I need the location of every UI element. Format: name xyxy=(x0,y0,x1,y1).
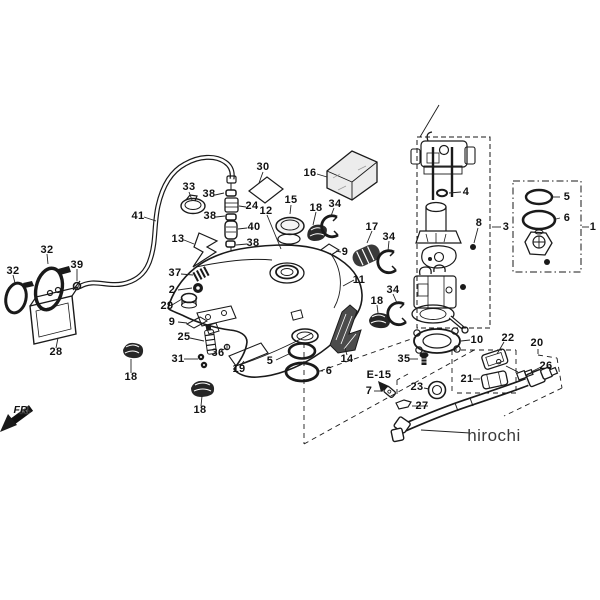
rubber-mount-18b xyxy=(123,342,144,359)
grommet-2 xyxy=(193,283,203,293)
tube-40 xyxy=(224,220,238,240)
canister-28 xyxy=(29,286,80,345)
clip-38-top xyxy=(225,189,237,197)
leader-lines xyxy=(12,171,589,434)
grommet-23 xyxy=(427,380,447,400)
cap-33 xyxy=(180,194,206,215)
pad-19 xyxy=(228,342,269,367)
clamp-34c xyxy=(386,301,407,327)
bracket-9b xyxy=(185,316,209,329)
joint-26 xyxy=(515,368,534,381)
e15-arrow-icon xyxy=(378,381,389,392)
clamp-34b xyxy=(376,249,397,275)
filler-cap-15 xyxy=(275,216,305,245)
bolt-8b xyxy=(460,284,466,290)
rubber-mount-18c xyxy=(369,312,391,329)
clip-38-bottom xyxy=(225,240,236,248)
drain-hose-assembly-20 xyxy=(383,348,559,443)
clamp-32a xyxy=(33,266,71,312)
joint-17 xyxy=(352,244,380,267)
clip-38-mid xyxy=(225,213,237,221)
clip-39 xyxy=(72,280,82,291)
clamp-21 xyxy=(480,370,509,390)
base-gasket-10 xyxy=(413,327,461,354)
spring-25 xyxy=(204,324,217,355)
joint-24 xyxy=(224,197,239,213)
seal-kit-box-1 xyxy=(512,180,582,273)
bolt-8a xyxy=(470,244,476,250)
fuel-valve-column xyxy=(224,183,239,266)
heat-shield-14 xyxy=(329,304,362,354)
pad-13 xyxy=(192,232,219,268)
rubber-mount-18d xyxy=(191,380,215,397)
reference-dashed-lines xyxy=(303,337,563,445)
o-ring-6b xyxy=(521,209,557,231)
cushion-16 xyxy=(326,150,378,201)
o-ring-5b xyxy=(524,188,554,206)
watermark-text: hirochi xyxy=(467,426,521,445)
fr-arrow-icon xyxy=(0,405,34,432)
o-ring-6 xyxy=(284,361,320,383)
clamp-22 xyxy=(481,348,509,370)
spring-37 xyxy=(192,266,210,282)
o-ring-4 xyxy=(436,188,448,198)
clip-27 xyxy=(395,399,412,410)
clamp-32b xyxy=(4,281,34,315)
nuts-31 xyxy=(197,353,208,369)
pad-30 xyxy=(248,176,284,204)
bolt-35 xyxy=(419,352,429,365)
screw-36 xyxy=(223,343,231,351)
clamp-34a xyxy=(320,214,339,239)
fuel-pump-assembly-3 xyxy=(410,104,491,334)
fr-direction-label: FR. xyxy=(13,404,31,416)
o-ring-5 xyxy=(287,342,317,360)
